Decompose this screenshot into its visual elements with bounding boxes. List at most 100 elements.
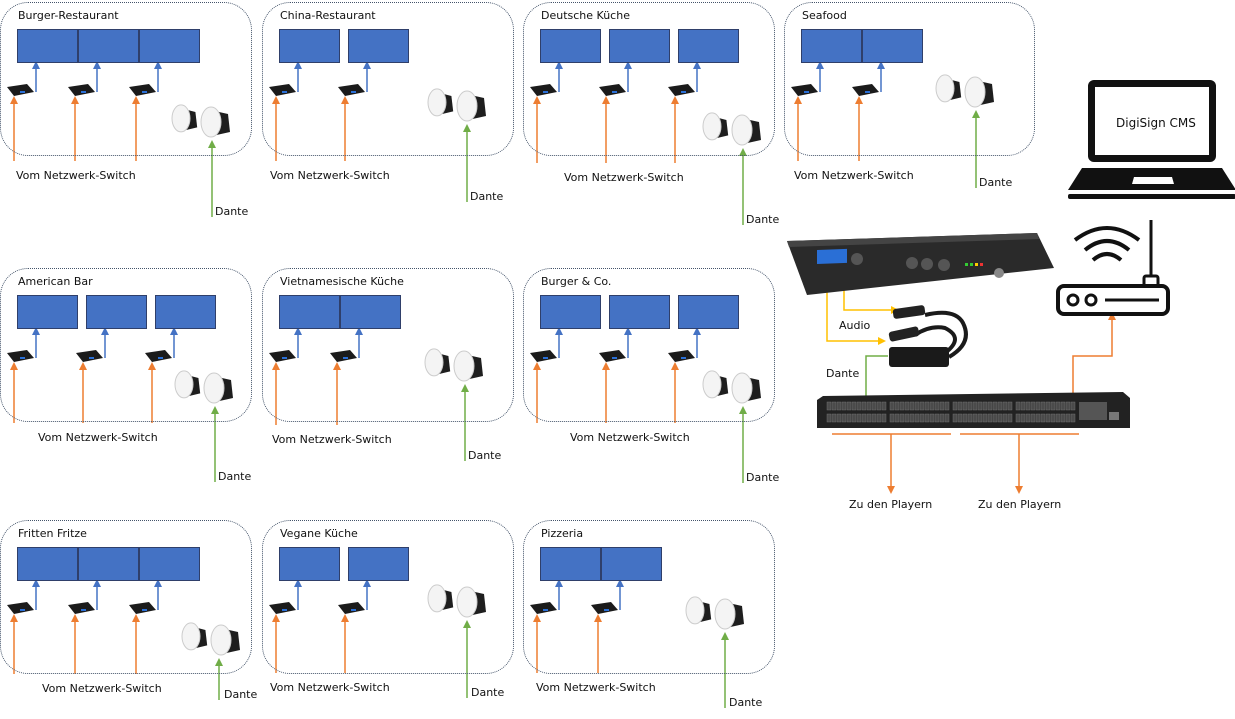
- switch-port: [929, 413, 935, 423]
- central-dante-label: Dante: [826, 367, 860, 380]
- switch-port: [1060, 413, 1066, 423]
- switch-port: [876, 401, 882, 411]
- switch-port: [1025, 401, 1031, 411]
- zone-title: Seafood: [802, 9, 847, 22]
- display-screen: [678, 295, 739, 329]
- switch-port: [957, 401, 963, 411]
- switch-port: [939, 413, 945, 423]
- zone-8: Fritten Fritze: [0, 520, 252, 674]
- from-switch-label: Vom Netzwerk-Switch: [42, 682, 162, 695]
- switch-port: [899, 401, 905, 411]
- display-screen: [86, 295, 147, 329]
- dante-label: Dante: [979, 176, 1013, 189]
- from-switch-label: Vom Netzwerk-Switch: [794, 169, 914, 182]
- switch-port: [836, 413, 842, 423]
- switch-port: [1045, 401, 1051, 411]
- switch-port: [904, 413, 910, 423]
- dante-label: Dante: [729, 696, 763, 709]
- display-screen: [540, 29, 601, 63]
- zone-title: Fritten Fritze: [18, 527, 87, 540]
- switch-port: [934, 413, 940, 423]
- zone-title: Vegane Küche: [280, 527, 358, 540]
- switch-port: [914, 401, 920, 411]
- switch-port: [909, 401, 915, 411]
- switch-port: [881, 401, 887, 411]
- display-screen: [540, 295, 601, 329]
- switch-port: [861, 413, 867, 423]
- zone-title: Pizzeria: [541, 527, 584, 540]
- switch-port: [831, 413, 837, 423]
- cms-label: DigiSign CMS: [1116, 116, 1196, 130]
- display-screen: [862, 29, 923, 63]
- dante-label: Dante: [746, 471, 780, 484]
- switch-port: [992, 401, 998, 411]
- dante-label: Dante: [470, 190, 504, 203]
- switch-port: [952, 413, 958, 423]
- switch-port: [841, 413, 847, 423]
- switch-port: [1060, 401, 1066, 411]
- switch-port: [982, 413, 988, 423]
- display-screen: [801, 29, 862, 63]
- switch-port: [1050, 401, 1056, 411]
- switch-port: [1040, 401, 1046, 411]
- switch-port: [1050, 413, 1056, 423]
- display-screen: [601, 547, 662, 581]
- switch-port: [826, 413, 832, 423]
- dante-label: Dante: [215, 205, 249, 218]
- zone-7: Burger & Co.: [523, 268, 775, 422]
- zone-9: Vegane Küche: [262, 520, 514, 674]
- zone-title: Burger-Restaurant: [18, 9, 119, 22]
- switch-port: [1055, 401, 1061, 411]
- switch-port: [856, 401, 862, 411]
- switch-port: [851, 401, 857, 411]
- switch-port: [944, 413, 950, 423]
- zone-6: Vietnamesische Küche: [262, 268, 514, 422]
- from-switch-label: Vom Netzwerk-Switch: [270, 681, 390, 694]
- switch-port: [944, 401, 950, 411]
- audio-dsp-rack-icon: [787, 233, 1054, 295]
- switch-port: [987, 413, 993, 423]
- dante-label: Dante: [468, 449, 502, 462]
- switch-port: [876, 413, 882, 423]
- switch-port: [866, 401, 872, 411]
- switch-port: [909, 413, 915, 423]
- switch-port: [861, 401, 867, 411]
- switch-port: [866, 413, 872, 423]
- switch-port: [1040, 413, 1046, 423]
- display-screen: [609, 29, 670, 63]
- router-icon: [1056, 220, 1170, 316]
- switch-port: [977, 413, 983, 423]
- display-screen: [678, 29, 739, 63]
- switch-port: [919, 401, 925, 411]
- switch-port: [904, 401, 910, 411]
- display-screen: [340, 295, 401, 329]
- display-screen: [139, 29, 200, 63]
- switch-port: [977, 401, 983, 411]
- display-screen: [17, 295, 78, 329]
- switch-port: [1020, 401, 1026, 411]
- switch-port: [982, 401, 988, 411]
- zone-title: China-Restaurant: [280, 9, 376, 22]
- switch-port: [894, 413, 900, 423]
- from-switch-label: Vom Netzwerk-Switch: [272, 433, 392, 446]
- display-screen: [348, 29, 409, 63]
- display-screen: [348, 547, 409, 581]
- switch-port: [1035, 413, 1041, 423]
- switch-port: [957, 413, 963, 423]
- dante-label: Dante: [218, 470, 252, 483]
- switch-port: [1065, 413, 1071, 423]
- switch-port: [919, 413, 925, 423]
- switch-port: [846, 413, 852, 423]
- switch-port: [952, 401, 958, 411]
- switch-port: [924, 401, 930, 411]
- from-switch-label: Vom Netzwerk-Switch: [16, 169, 136, 182]
- zone-10: Pizzeria: [523, 520, 775, 674]
- switch-port: [894, 401, 900, 411]
- from-switch-label: Vom Netzwerk-Switch: [38, 431, 158, 444]
- switch-port: [899, 413, 905, 423]
- switch-port: [1025, 413, 1031, 423]
- from-switch-label: Vom Netzwerk-Switch: [570, 431, 690, 444]
- switch-port: [1015, 413, 1021, 423]
- switch-port: [939, 401, 945, 411]
